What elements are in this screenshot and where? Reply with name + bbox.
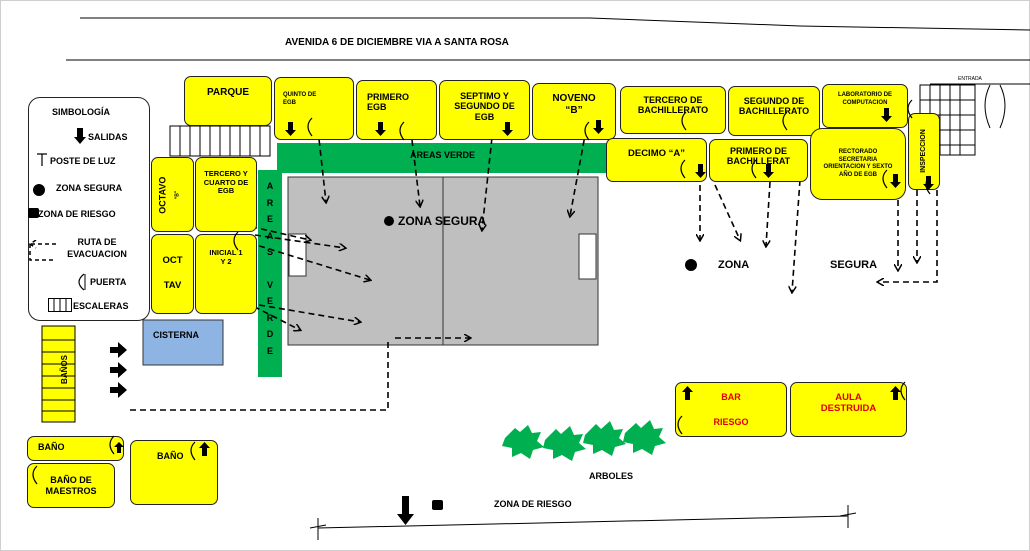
room-destruida-label: DESTRUIDA — [820, 402, 877, 414]
room-laboratorio: LABORATORIO DE COMPUTACION — [822, 84, 908, 128]
room-parque: PARQUE — [184, 76, 272, 126]
zona-segura-cancha-label: ZONA SEGURA — [398, 214, 487, 228]
room-laboratorio-label: LABORATORIO DE COMPUTACION — [837, 92, 893, 106]
safe-zone-dot-icon — [33, 184, 45, 196]
evacuation-route-icon — [28, 239, 58, 262]
v-letter: E — [266, 345, 273, 356]
legend-item-zona-riesgo: ZONA DE RIESGO — [38, 209, 116, 219]
room-primero-bach: PRIMERO DE BACHILLERAT — [709, 139, 808, 182]
room-rectorado-label: RECTORADO SECRETARIA ORIENTACION Y SEXTO… — [823, 149, 893, 178]
room-oct-tav: OCT TAV — [151, 234, 194, 314]
room-inicial-label: INICIAL 1 Y 2 — [209, 248, 243, 266]
room-bar-label: BAR — [721, 392, 741, 403]
v-letter: E — [266, 214, 273, 224]
banos-vertical-label: BAÑOS — [59, 355, 69, 384]
legend-item-escaleras: ESCALERAS — [73, 301, 129, 311]
room-septimo: SEPTIMO Y SEGUNDO DE EGB — [439, 80, 530, 140]
room-riesgo-label: RIESGO — [713, 416, 749, 427]
risk-zone-square-icon — [28, 208, 39, 218]
room-bano-1-label: BAÑO — [38, 442, 65, 452]
legend-title: SIMBOLOGÍA — [52, 107, 110, 117]
room-octavo-sub-label: “B” — [174, 190, 181, 200]
room-aula-destruida: AULA DESTRUIDA — [790, 382, 907, 437]
room-oct-tav-line1: OCT — [162, 255, 183, 267]
zona-label: ZONA — [718, 259, 750, 271]
room-segundo-bach: SEGUNDO DE BACHILLERATO — [728, 86, 820, 136]
room-septimo-label: SEPTIMO Y SEGUNDO DE EGB — [454, 91, 515, 122]
v-letter: D — [266, 329, 274, 339]
room-noveno-label: NOVENO “B” — [552, 93, 596, 116]
room-primero-egb: PRIMERO EGB — [356, 80, 437, 140]
room-quinto-label: QUINTO DE EGB — [283, 92, 317, 106]
room-tercero-bach-label: TERCERO DE BACHILLERATO — [637, 95, 709, 116]
entrance-label: ENTRADA — [958, 76, 982, 82]
v-letter: A — [266, 230, 274, 241]
room-bano-1: BAÑO — [27, 436, 124, 461]
room-segundo-bach-label: SEGUNDO DE BACHILLERATO — [738, 96, 810, 117]
v-letter: V — [266, 279, 273, 290]
segura-label: SEGURA — [830, 259, 878, 271]
areas-verde-label: AREAS VERDE — [410, 150, 476, 160]
legend-box — [28, 97, 150, 321]
room-bano-2-label: BAÑO — [157, 451, 184, 461]
room-tercero-cuarto: TERCERO Y CUARTO DE EGB — [195, 157, 257, 232]
door-icon — [72, 273, 86, 291]
areas-verde-vertical: A R E A S V E R D E — [264, 178, 276, 359]
v-letter: R — [266, 312, 274, 323]
v-letter: E — [266, 296, 273, 306]
room-primero-bach-label: PRIMERO DE BACHILLERAT — [726, 146, 791, 167]
room-quinto: QUINTO DE EGB — [274, 77, 354, 140]
legend-item-zona-segura: ZONA SEGURA — [56, 183, 123, 193]
room-octavo: OCTAVO “B” — [151, 157, 194, 232]
room-octavo-label: OCTAVO — [157, 176, 168, 214]
light-pole-icon — [36, 152, 48, 166]
exit-arrow-icon — [74, 128, 86, 144]
stairs-icon — [48, 298, 72, 312]
v-letter: A — [266, 181, 274, 191]
room-decimo-label: DECIMO “A” — [628, 148, 685, 159]
v-letter: S — [266, 247, 273, 257]
zona-riesgo-label: ZONA DE RIESGO — [494, 499, 572, 509]
room-noveno: NOVENO “B” — [532, 83, 616, 140]
room-oct-tav-line2: TAV — [163, 280, 182, 291]
room-bano-maestros-label: BAÑO DE MAESTROS — [45, 475, 97, 496]
room-inicial: INICIAL 1 Y 2 — [195, 234, 257, 314]
room-aula-label: AULA — [835, 392, 862, 403]
room-tercero-cuarto-label: TERCERO Y CUARTO DE EGB — [203, 169, 249, 196]
room-bar-riesgo: BAR RIESGO — [675, 382, 787, 437]
room-inspeccion: INSPECCION — [908, 113, 940, 190]
room-parque-label: PARQUE — [206, 87, 250, 98]
legend-item-poste: POSTE DE LUZ — [50, 156, 116, 166]
room-inspeccion-label: INSPECCION — [919, 129, 927, 174]
room-primero-egb-label: PRIMERO EGB — [367, 92, 410, 113]
room-rectorado: RECTORADO SECRETARIA ORIENTACION Y SEXTO… — [810, 128, 906, 200]
arboles-label: ARBOLES — [589, 471, 634, 481]
room-tercero-bach: TERCERO DE BACHILLERATO — [620, 86, 726, 134]
legend-item-puerta: PUERTA — [90, 277, 127, 287]
street-name: AVENIDA 6 DE DICIEMBRE VIA A SANTA ROSA — [285, 37, 509, 48]
v-letter: R — [266, 197, 274, 208]
cisterna-label: CISTERNA — [153, 330, 200, 340]
room-bano-2: BAÑO — [130, 440, 218, 505]
legend-item-ruta: RUTA DE EVACUACION — [67, 237, 127, 260]
room-decimo: DECIMO “A” — [606, 138, 707, 182]
room-bano-maestros: BAÑO DE MAESTROS — [27, 463, 115, 508]
legend-item-salidas: SALIDAS — [88, 132, 128, 142]
